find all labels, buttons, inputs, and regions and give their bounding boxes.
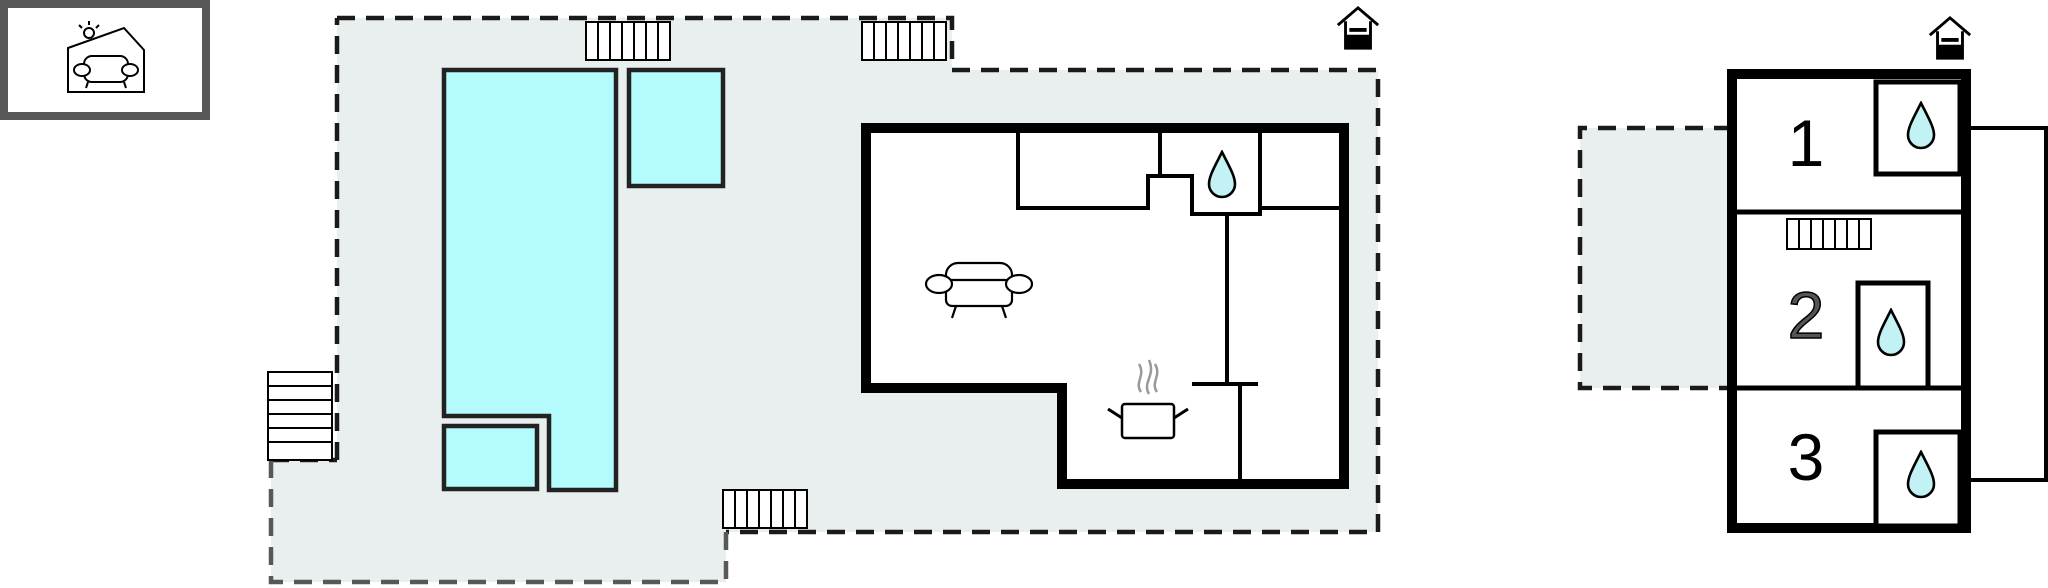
- annex-side-structure: [1964, 126, 2048, 482]
- main-house: [861, 123, 1349, 489]
- house-entrance-icon: [1336, 6, 1380, 50]
- swimming-pool: [441, 67, 619, 493]
- house-entrance-icon: [1928, 16, 1972, 60]
- room-number-2: 2: [1788, 278, 1825, 352]
- stairs-icon: [585, 21, 671, 61]
- stairs-icon: [861, 21, 947, 61]
- room-number-1: 1: [1788, 106, 1825, 180]
- stairs-icon: [267, 371, 333, 461]
- annex-terrace: [1577, 125, 1732, 391]
- room-number-3: 3: [1788, 420, 1825, 494]
- outdoor-lounge-icon: [67, 21, 145, 93]
- pool-section-bottom: [441, 423, 540, 492]
- pool-section-top: [626, 67, 726, 189]
- stairs-icon: [1786, 218, 1872, 250]
- stairs-icon: [722, 489, 808, 529]
- legend-box: [0, 0, 210, 120]
- annex-building: [1727, 69, 1971, 533]
